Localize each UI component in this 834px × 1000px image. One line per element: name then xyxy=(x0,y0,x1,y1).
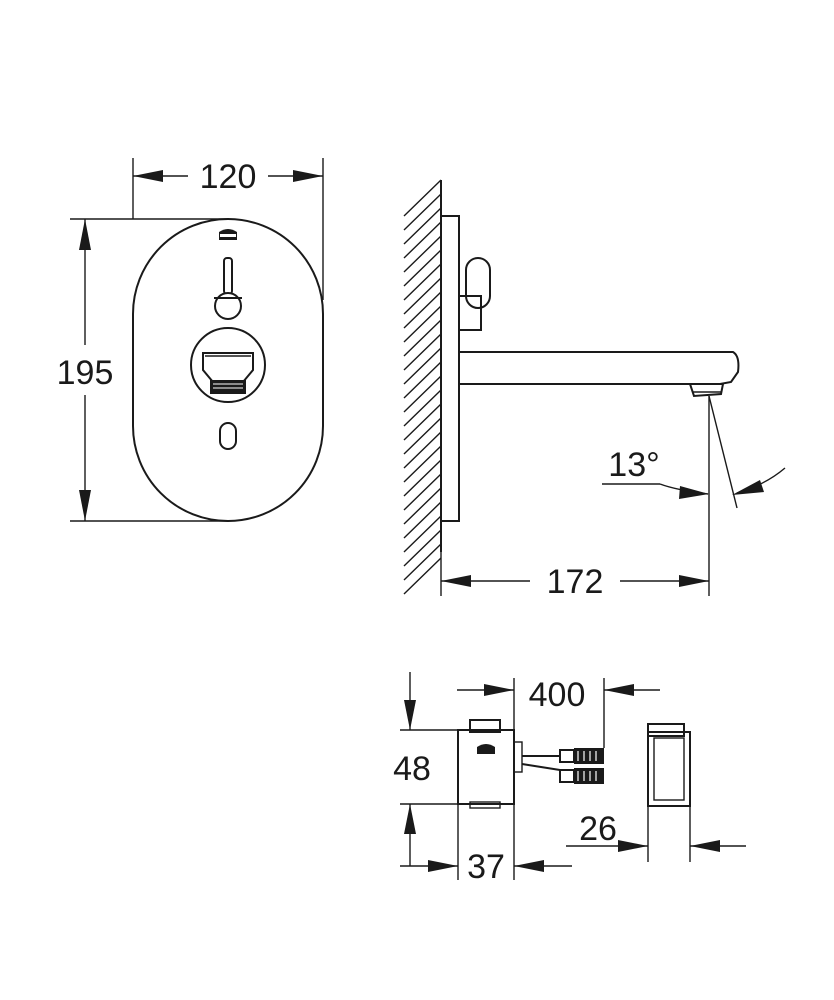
hatch-line xyxy=(403,249,442,287)
sensor-window-icon xyxy=(190,327,266,403)
side-view: 13° 172 xyxy=(403,179,786,601)
brand-logo-icon xyxy=(219,229,237,240)
hatch-line xyxy=(403,319,442,357)
installation-box-view: 400 48 37 26 xyxy=(393,672,746,886)
hatch-line xyxy=(403,333,442,371)
indicator-light-icon xyxy=(219,422,237,450)
hatch-line xyxy=(403,207,442,245)
hatch-line xyxy=(403,417,442,455)
hatch-line xyxy=(403,193,442,231)
hatch-line xyxy=(403,529,442,567)
hatch-line xyxy=(403,221,442,259)
hatch-line xyxy=(403,375,442,413)
hatch-line xyxy=(403,431,442,469)
hatch-line xyxy=(403,179,442,217)
hatch-line xyxy=(403,473,442,511)
spout-angle-line xyxy=(708,395,738,509)
lever-side-icon xyxy=(458,257,491,331)
dim-front-height xyxy=(70,218,228,522)
label-front-height: 195 xyxy=(57,354,114,392)
hatch-line xyxy=(403,361,442,399)
hatch-line xyxy=(403,445,442,483)
hatch-line xyxy=(403,557,442,595)
hatch-line xyxy=(403,291,442,329)
hatch-line xyxy=(403,305,442,343)
box-top-tab xyxy=(469,719,501,733)
hatch-line xyxy=(403,487,442,525)
label-box-height: 48 xyxy=(393,750,431,788)
hatch-line xyxy=(403,389,442,427)
dim-box-height xyxy=(400,672,458,866)
dim-front-width xyxy=(132,158,324,300)
dim-cover-depth xyxy=(566,806,746,862)
label-box-depth: 37 xyxy=(467,848,505,886)
dim-spout-projection xyxy=(441,575,709,587)
dim-spout-angle xyxy=(602,467,786,499)
brand-logo-icon-small xyxy=(477,744,495,754)
hatch-line xyxy=(403,515,442,553)
label-cover-depth: 26 xyxy=(579,810,617,848)
mounting-box xyxy=(457,729,515,805)
lever-handle-icon xyxy=(214,257,242,320)
cover-plate-side xyxy=(647,723,691,807)
label-spout-angle: 13° xyxy=(608,446,659,484)
label-spout-projection: 172 xyxy=(547,563,604,601)
hatch-line xyxy=(403,501,442,539)
dim-cable-length xyxy=(457,678,660,748)
dim-box-depth xyxy=(400,804,572,880)
hatch-line xyxy=(403,347,442,385)
hatch-line xyxy=(403,459,442,497)
side-plate xyxy=(440,215,460,522)
wall-hatch xyxy=(403,179,442,595)
hatch-line xyxy=(403,235,442,273)
hatch-line xyxy=(403,543,442,581)
hatch-line xyxy=(403,277,442,315)
front-view: 120 195 xyxy=(57,158,324,522)
label-cable-length: 400 xyxy=(529,676,586,714)
spout-side xyxy=(458,351,740,398)
label-front-width: 120 xyxy=(200,158,257,196)
hatch-line xyxy=(403,263,442,301)
cable-connectors xyxy=(521,748,604,784)
hatch-line xyxy=(403,403,442,441)
